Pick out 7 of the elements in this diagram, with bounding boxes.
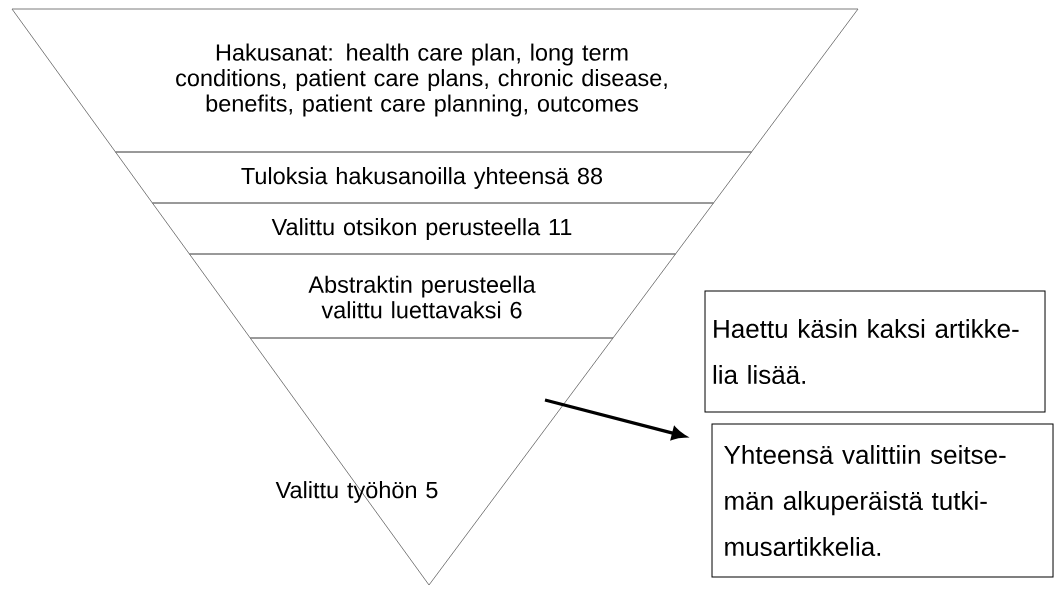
text-box: Yhteensä valittiin seitse-män alkuperäistä tutki-musartikkelia. xyxy=(711,423,1054,578)
funnel-band: Abstraktin perusteella valittu luettavaksi 6 xyxy=(188,253,676,339)
funnel-band: Valittu työhön 5 xyxy=(249,337,614,586)
funnel-band: Tuloksia hakusanoilla yhteensä 88 xyxy=(115,151,752,204)
text-box: Haettu käsin kaksi artikke-lia lisää. xyxy=(704,290,1046,413)
funnel-band: Hakusanat: health care plan, long term conditions, patient care plans, chronic disease, benefits, patient care planning, outcomes xyxy=(11,8,859,153)
funnel-band: Valittu otsikon perusteella 11 xyxy=(151,202,714,255)
